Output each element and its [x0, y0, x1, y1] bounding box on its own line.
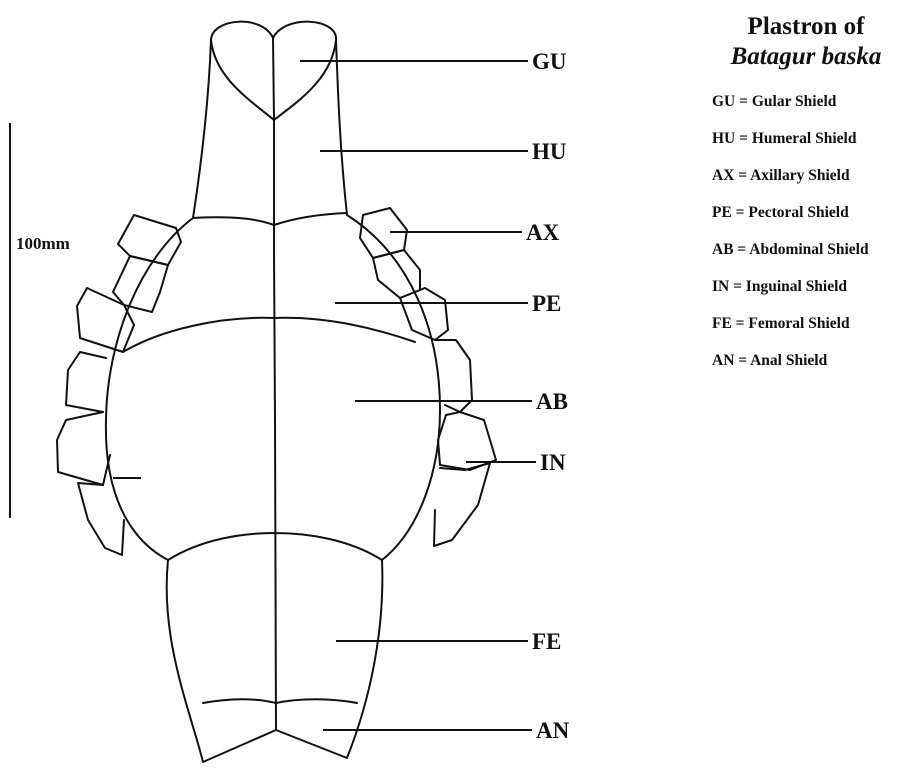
femoral-anal-seam	[203, 699, 357, 703]
label-fe: FE	[532, 629, 561, 654]
midline-seam	[273, 38, 276, 730]
legend-item: AB = Abdominal Shield	[712, 239, 869, 276]
left-marginal-scute-5	[57, 412, 110, 485]
scale-bar-label: 100mm	[16, 234, 70, 253]
legend-item: PE = Pectoral Shield	[712, 202, 869, 239]
left-marginal-scute-6	[78, 483, 124, 555]
legend-item: IN = Inguinal Shield	[712, 276, 869, 313]
title-line-1: Plastron of	[700, 12, 912, 42]
left-marginal-scute-4	[66, 352, 106, 412]
label-in: IN	[540, 450, 566, 475]
left-marginal-scute-3	[77, 288, 134, 352]
label-an: AN	[536, 718, 570, 743]
pectoral-abdominal-seam	[123, 318, 415, 352]
title-species-name: Batagur baska	[700, 42, 912, 72]
legend-item: FE = Femoral Shield	[712, 313, 869, 350]
figure-title: Plastron of Batagur baska	[700, 12, 912, 72]
right-marginal-scute-6	[434, 463, 490, 546]
legend: GU = Gular Shield HU = Humeral Shield AX…	[712, 91, 869, 387]
left-marginal-scute-1	[118, 215, 181, 265]
label-gu: GU	[532, 49, 567, 74]
label-pe: PE	[532, 291, 561, 316]
legend-item: AX = Axillary Shield	[712, 165, 869, 202]
label-ab: AB	[536, 389, 568, 414]
legend-item: HU = Humeral Shield	[712, 128, 869, 165]
humeral-pectoral-seam	[193, 213, 347, 225]
label-hu: HU	[532, 139, 567, 164]
legend-item: GU = Gular Shield	[712, 91, 869, 128]
legend-item: AN = Anal Shield	[712, 350, 869, 387]
label-ax: AX	[526, 220, 560, 245]
